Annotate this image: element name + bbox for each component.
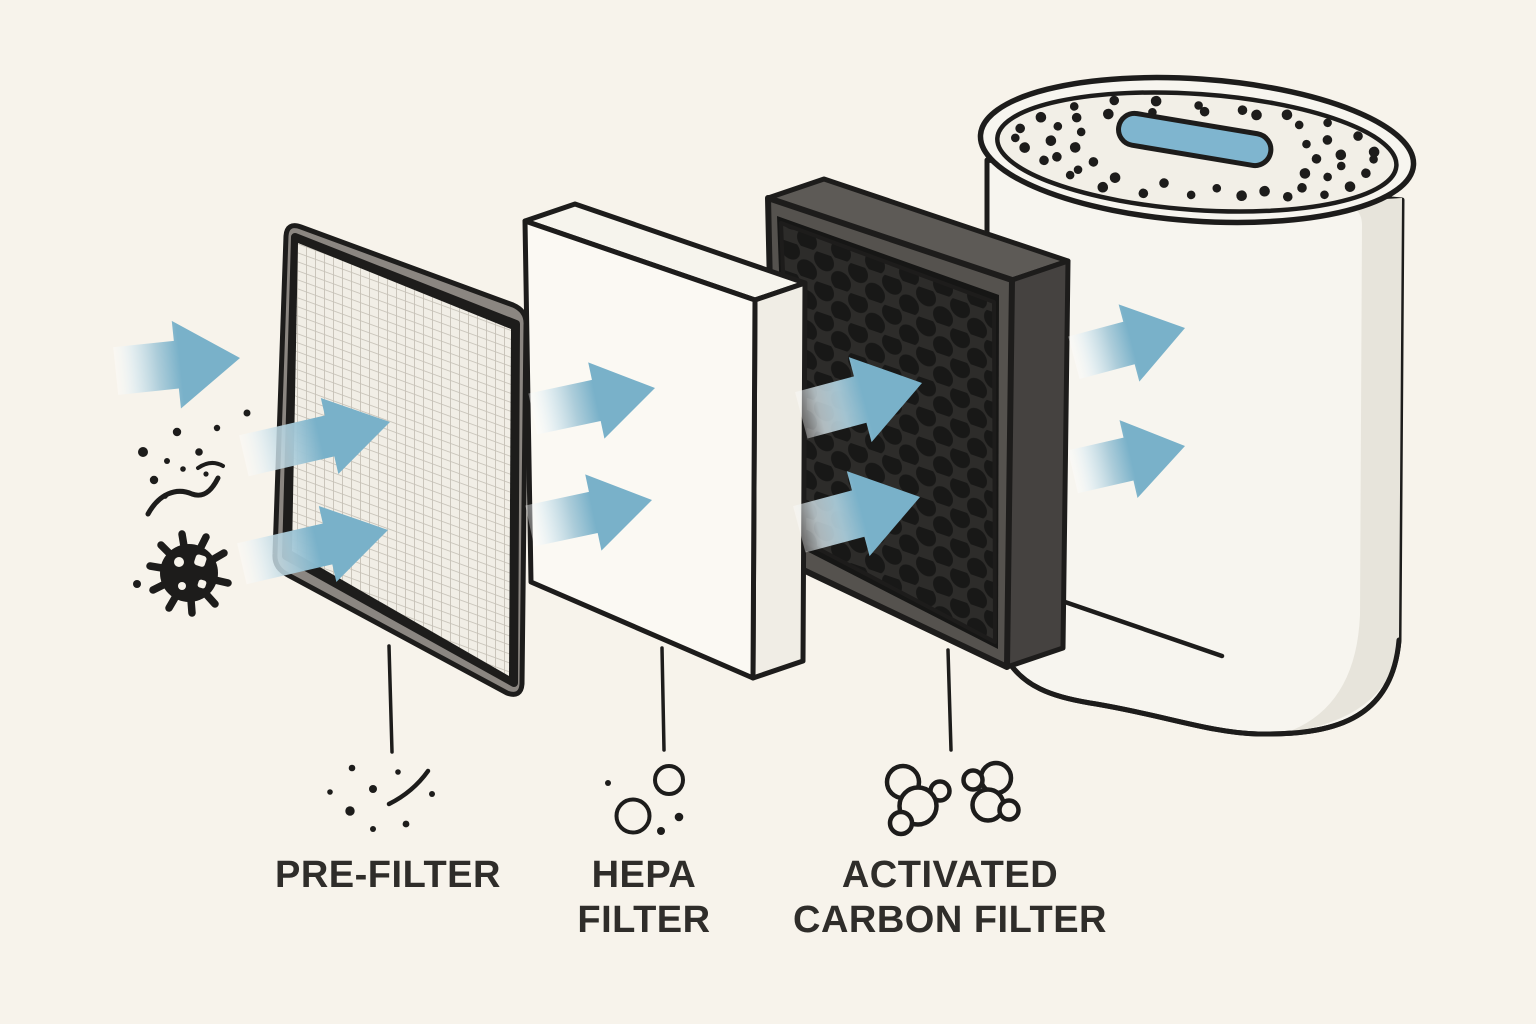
stray-dot <box>133 580 141 588</box>
label-pre-filter-text: PRE-FILTER <box>275 854 501 896</box>
label-pre-filter: PRE-FILTER <box>275 853 501 898</box>
fine-particles-icon <box>605 764 685 835</box>
vent-holes <box>1011 95 1380 202</box>
hair-fiber-icon <box>145 461 225 517</box>
virus-icon <box>133 530 232 617</box>
airflow-arrow-intake <box>111 314 245 415</box>
carbon-side-face <box>1004 258 1071 670</box>
label-hepa-line1: HEPA <box>591 854 697 896</box>
purifier-unit <box>977 74 1417 737</box>
hepa-front-face <box>522 218 758 681</box>
label-activated-carbon-filter: ACTIVATED CARBON FILTER <box>793 853 1107 943</box>
leader-line-hepa-filter <box>660 646 666 752</box>
purifier-side-shading <box>1285 198 1402 733</box>
purifier-seam-line <box>1062 599 1225 659</box>
hepa-filter-panel <box>522 201 808 681</box>
carbon-filter-panel <box>765 176 1071 670</box>
leader-line-pre-filter <box>387 644 394 754</box>
gas-molecules-icon <box>884 760 1021 837</box>
label-hepa-filter: HEPA FILTER <box>577 853 710 943</box>
hepa-side-face <box>750 280 808 681</box>
captured-dust-icon <box>327 764 435 832</box>
purifier-top <box>977 74 1417 226</box>
label-hepa-line2: FILTER <box>577 899 711 941</box>
display-pill <box>1116 110 1274 169</box>
dust-particles-icon <box>138 409 251 499</box>
label-carbon-line1: ACTIVATED <box>841 854 1059 896</box>
leader-line-carbon-filter <box>946 648 953 752</box>
label-carbon-line2: CARBON FILTER <box>793 899 1107 941</box>
